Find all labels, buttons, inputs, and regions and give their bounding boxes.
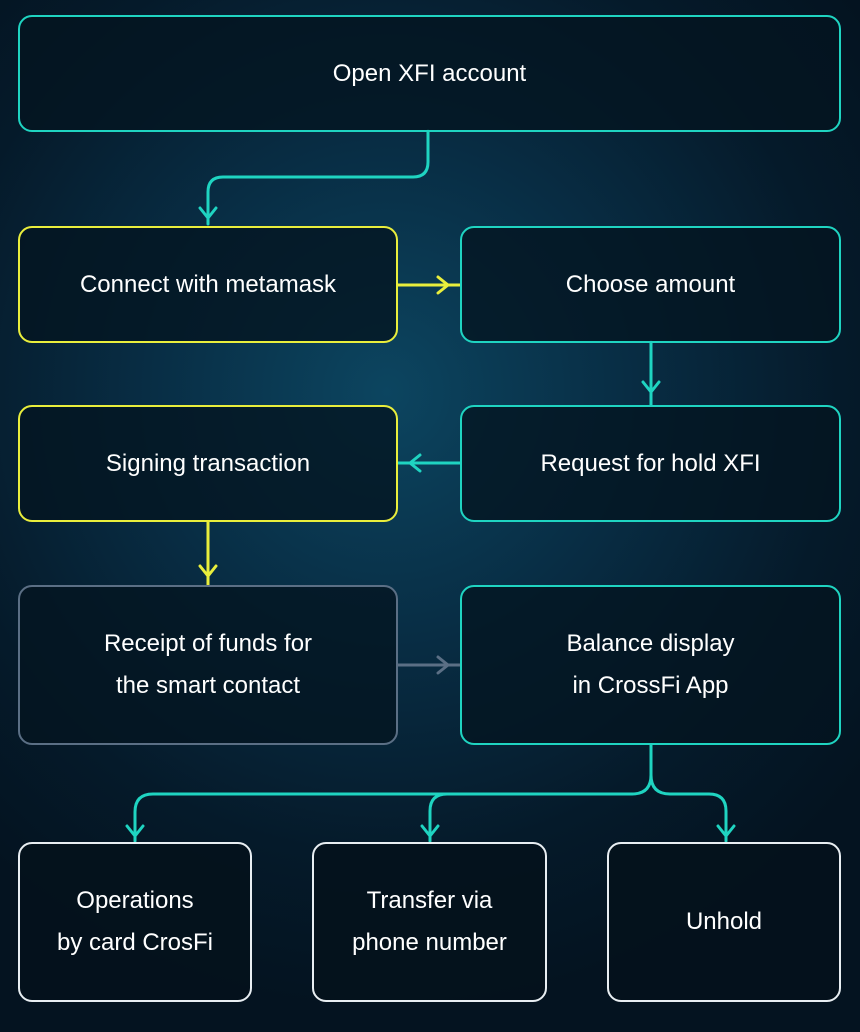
- node-label: Receipt of funds for the smart contact: [103, 630, 313, 699]
- edge-balance-to-bottom: [125, 743, 736, 843]
- node-transfer-via-phone: Transfer via phone number: [312, 842, 547, 1002]
- node-label: Unhold: [685, 908, 763, 935]
- node-label: Signing transaction: [105, 449, 311, 477]
- node-label: Connect with metamask: [79, 270, 337, 298]
- node-open-xfi-account: Open XFI account: [18, 15, 841, 132]
- node-choose-amount: Choose amount: [460, 226, 841, 343]
- node-label: Choose amount: [565, 270, 736, 298]
- node-balance-display: Balance display in CrossFi App: [460, 585, 841, 745]
- edge-connect-to-choose: [396, 275, 462, 295]
- node-receipt-of-funds: Receipt of funds for the smart contact: [18, 585, 398, 745]
- node-connect-with-metamask: Connect with metamask: [18, 226, 398, 343]
- node-label: Open XFI account: [332, 59, 527, 87]
- node-label: Transfer via phone number: [352, 887, 507, 956]
- node-label: Balance display in CrossFi App: [566, 630, 735, 699]
- node-operations-by-card: Operations by card CrosFi: [18, 842, 252, 1002]
- node-unhold: Unhold: [607, 842, 841, 1002]
- edge-open-to-connect: [198, 129, 430, 226]
- edge-choose-to-request: [641, 340, 661, 407]
- node-label: Request for hold XFI: [540, 449, 761, 477]
- edge-receipt-to-balance: [396, 655, 462, 675]
- node-signing-transaction: Signing transaction: [18, 405, 398, 522]
- edge-request-to-signing: [396, 453, 462, 473]
- node-request-for-hold-xfi: Request for hold XFI: [460, 405, 841, 522]
- node-label: Operations by card CrosFi: [56, 887, 214, 956]
- edge-signing-to-receipt: [198, 520, 218, 587]
